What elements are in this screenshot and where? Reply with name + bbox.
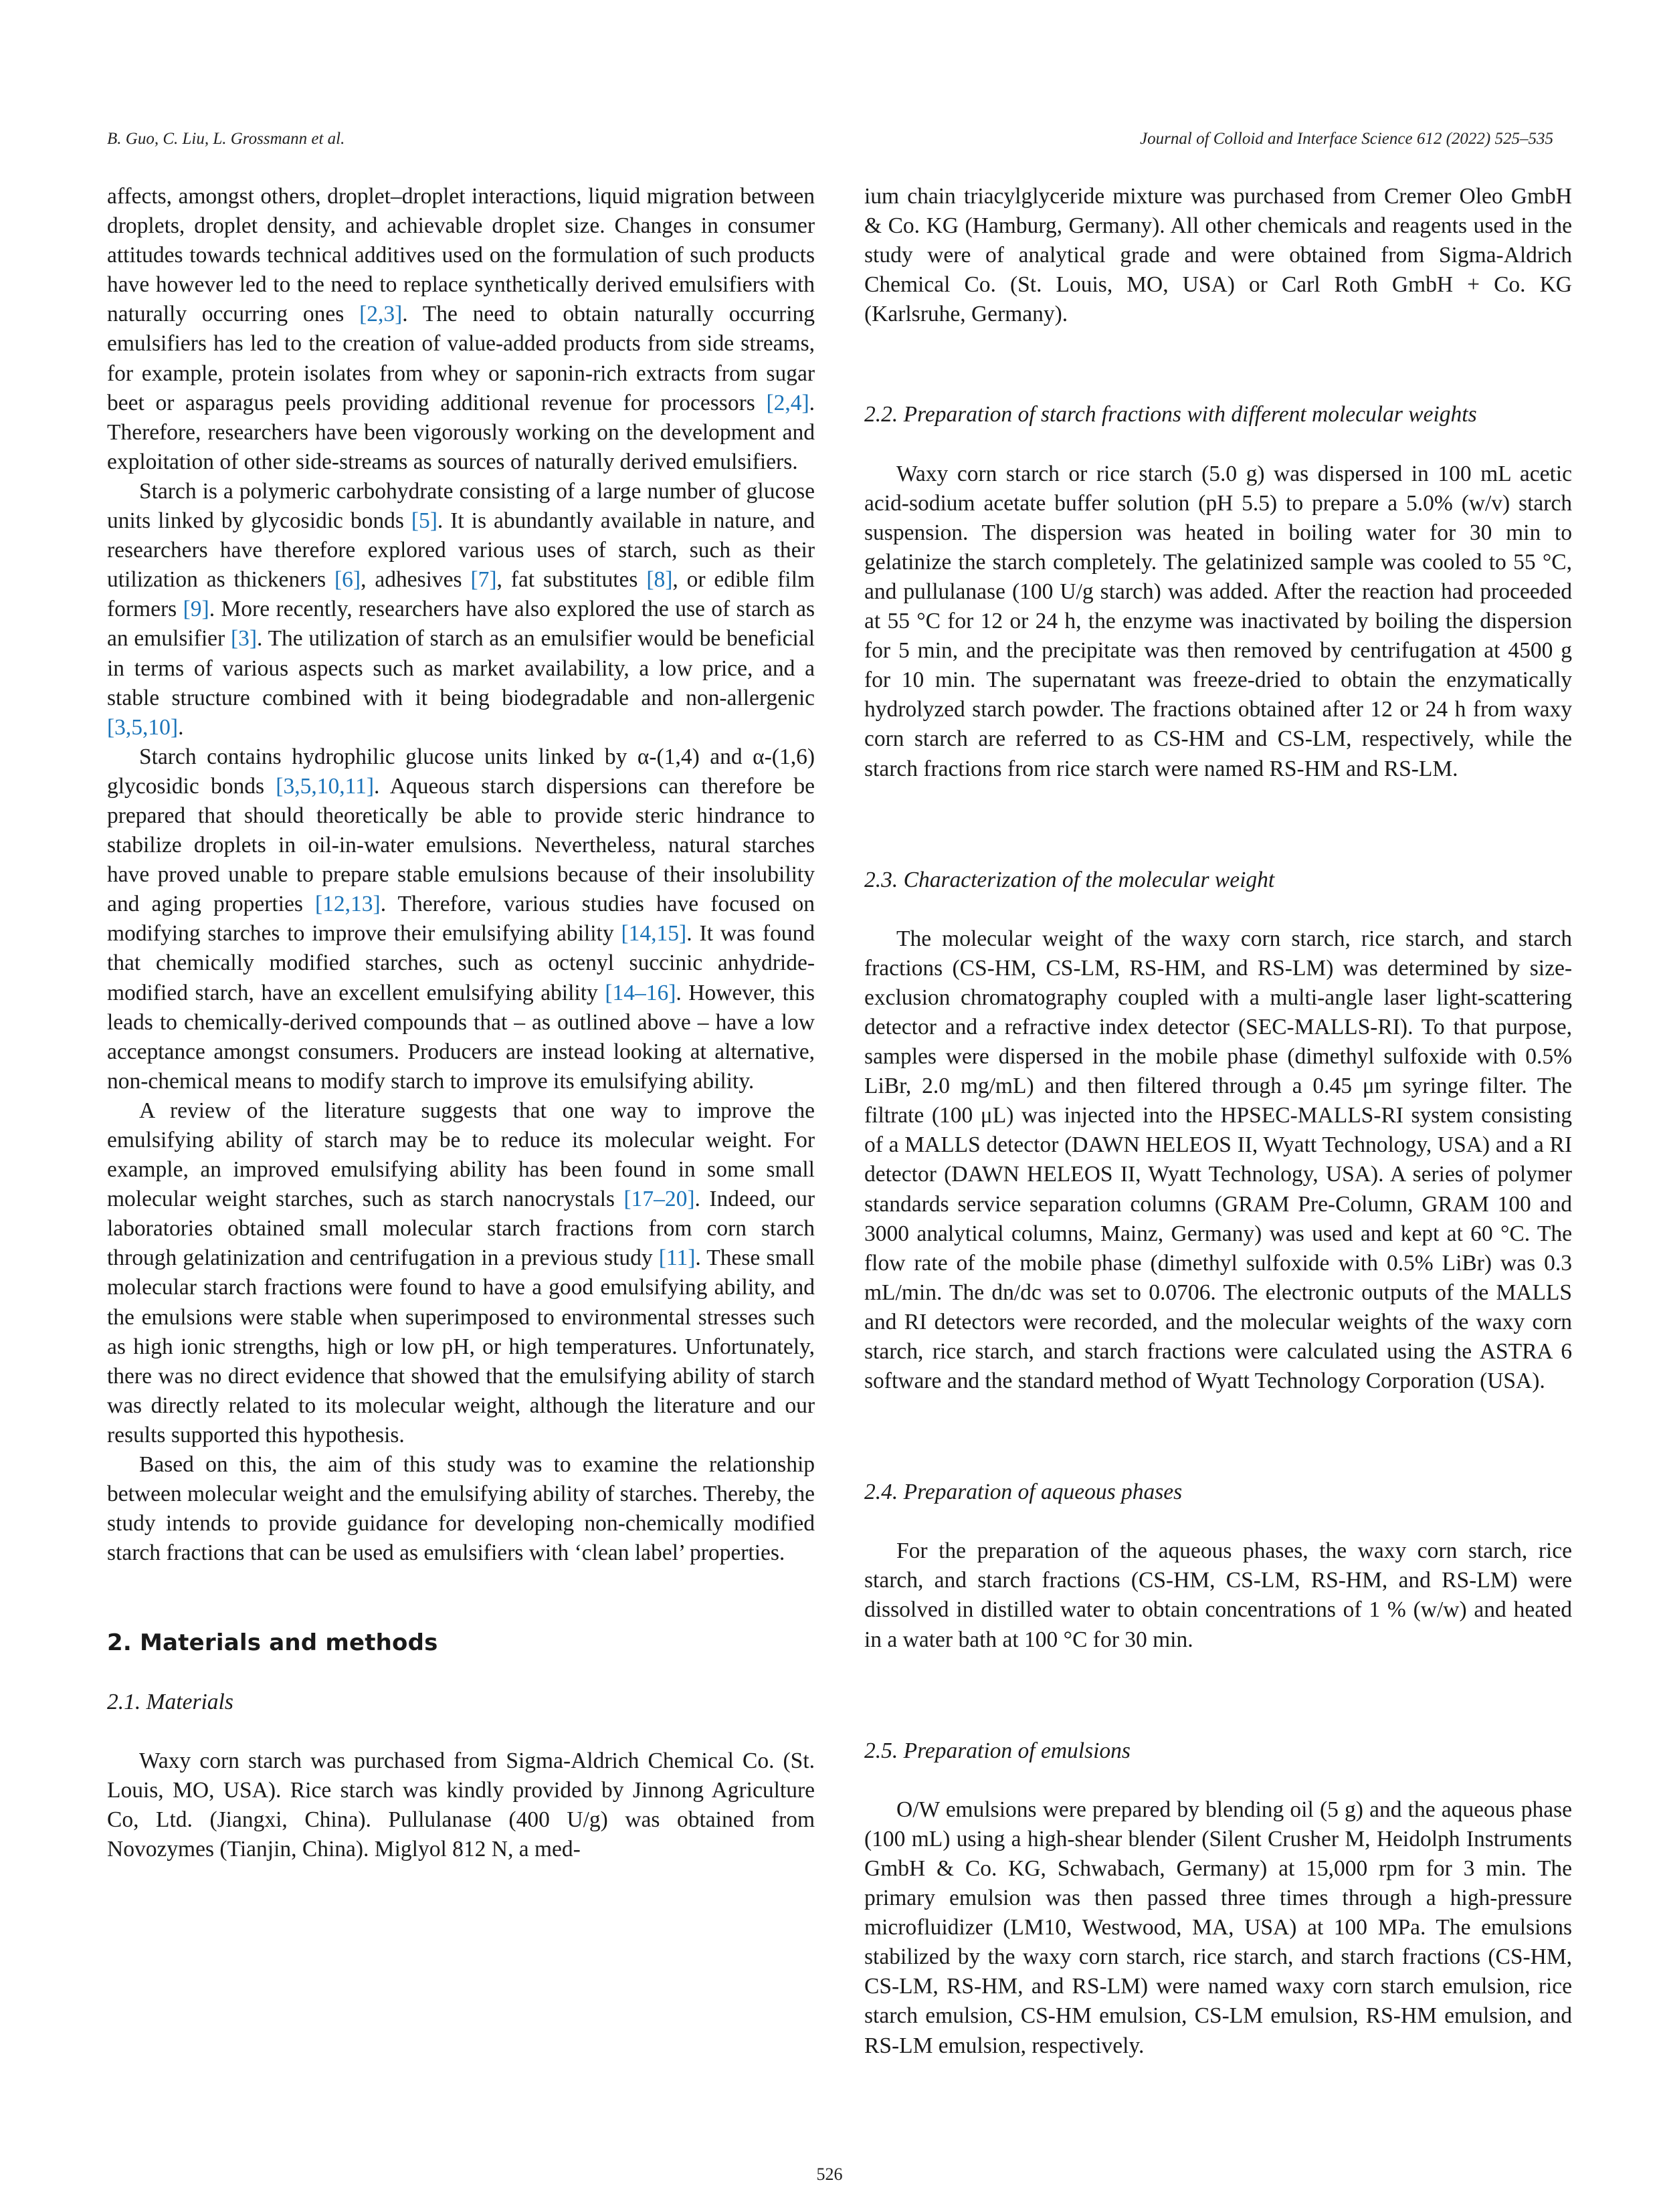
right-column: ium chain triacylglyceride mixture was p… xyxy=(864,182,1572,2061)
paragraph: ium chain triacylglyceride mixture was p… xyxy=(864,184,1572,327)
citation-link[interactable]: [3,5,10] xyxy=(107,714,179,740)
citation-link[interactable]: [9] xyxy=(183,597,209,622)
paragraph: affects, amongst others, droplet–droplet… xyxy=(107,184,815,474)
subsection-heading: 2.4. Preparation of aqueous phases xyxy=(864,1480,1183,1505)
citation-link[interactable]: [3,5,10,11] xyxy=(276,773,374,799)
paragraph: Starch is a polymeric carbohydrate consi… xyxy=(107,478,815,740)
citation-link[interactable]: [5] xyxy=(411,508,437,534)
running-header-journal: Journal of Colloid and Interface Science… xyxy=(1140,130,1553,148)
subsection-heading: 2.1. Materials xyxy=(107,1689,233,1714)
citation-link[interactable]: [2,3] xyxy=(359,302,403,327)
paragraph: Waxy corn starch or rice starch (5.0 g) … xyxy=(864,461,1572,781)
citation-link[interactable]: [11] xyxy=(658,1245,696,1271)
subsection-heading: 2.2. Preparation of starch fractions wit… xyxy=(864,402,1477,427)
citation-link[interactable]: [2,4] xyxy=(766,390,809,415)
paragraph: O/W emulsions were prepared by blending … xyxy=(864,1797,1572,2058)
paragraph: Waxy corn starch was purchased from Sigm… xyxy=(107,1748,815,1862)
left-column: affects, amongst others, droplet–droplet… xyxy=(107,182,815,1864)
paragraph: For the preparation of the aqueous phase… xyxy=(864,1538,1572,1652)
section-heading: 2. Materials and methods xyxy=(107,1629,438,1657)
page-number: 526 xyxy=(816,2165,843,2184)
citation-link[interactable]: [14–16] xyxy=(605,980,676,1005)
citation-link[interactable]: [3] xyxy=(230,626,258,651)
citation-link[interactable]: [8] xyxy=(646,567,673,593)
paragraph: The molecular weight of the waxy corn st… xyxy=(864,926,1572,1394)
paragraph: Based on this, the aim of this study was… xyxy=(107,1452,815,1566)
subsection-heading: 2.3. Characterization of the molecular w… xyxy=(864,867,1275,892)
paragraph: A review of the literature suggests that… xyxy=(107,1098,815,1447)
citation-link[interactable]: [7] xyxy=(470,567,497,593)
citation-link[interactable]: [14,15] xyxy=(621,921,687,946)
paragraph: Starch contains hydrophilic glucose unit… xyxy=(107,744,815,1094)
citation-link[interactable]: [12,13] xyxy=(315,892,381,917)
subsection-heading: 2.5. Preparation of emulsions xyxy=(864,1738,1131,1763)
citation-link[interactable]: [6] xyxy=(334,567,361,593)
running-header-authors: B. Guo, C. Liu, L. Grossmann et al. xyxy=(107,130,345,148)
citation-link[interactable]: [17–20] xyxy=(623,1187,695,1212)
